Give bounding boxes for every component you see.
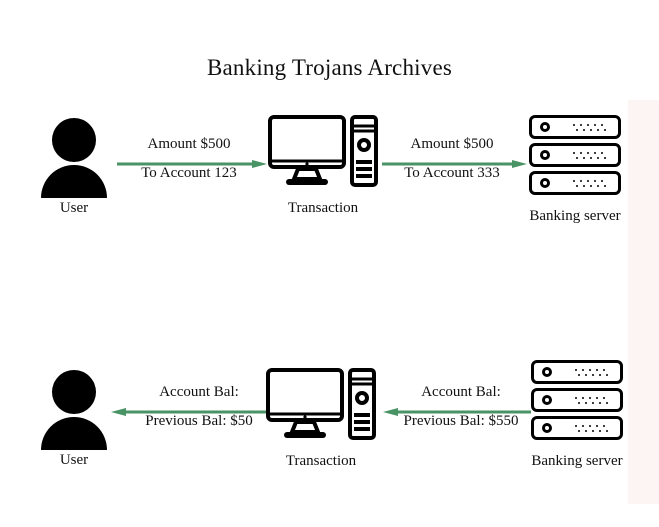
arrow-right-icon [117,160,267,168]
user-icon [41,118,107,198]
server-unit [531,416,623,440]
node-caption-user-bottom: User [59,452,89,468]
desktop-computer-icon [268,115,378,187]
desktop-computer-glyph [268,115,378,187]
server-rack-icon [529,115,621,195]
arrow-label-top-server-to-transaction: Account Bal: [421,384,501,400]
node-caption-server-top: Banking server [529,208,621,224]
server-power-icon [540,178,550,188]
node-server-top: Banking server [529,115,621,224]
server-power-icon [542,423,552,433]
node-server-bottom: Banking server [531,360,623,469]
server-unit [529,143,621,167]
node-user-bottom: User [41,370,107,468]
server-vent-dots [573,179,609,188]
arrow-transaction-to-server: Amount $500 To Account 333 [382,136,527,181]
server-vent-dots [573,151,609,160]
user-icon-head [52,370,96,414]
arrow-label-bottom-transaction-to-user: Previous Bal: $50 [145,413,253,429]
server-unit [529,171,621,195]
arrow-transaction-to-user: Account Bal: Previous Bal: $50 [111,384,268,429]
server-power-icon [540,150,550,160]
user-icon [41,370,107,450]
arrow-right-icon [382,160,527,168]
arrow-server-to-transaction: Account Bal: Previous Bal: $550 [383,384,531,429]
user-icon-head [52,118,96,162]
arrow-left-icon [383,408,531,416]
node-caption-user-top: User [59,200,89,216]
arrow-label-top-user-to-transaction: Amount $500 [147,136,231,152]
arrow-label-top-transaction-to-user: Account Bal: [159,384,239,400]
server-rack-icon [531,360,623,440]
server-vent-dots [575,368,611,377]
page-title: Banking Trojans Archives [206,55,453,80]
server-unit [529,115,621,139]
arrow-label-top-transaction-to-server: Amount $500 [410,136,494,152]
arrow-label-bottom-user-to-transaction: To Account 123 [141,165,237,181]
node-user-top: User [41,118,107,216]
server-power-icon [542,395,552,405]
arrow-user-to-transaction: Amount $500 To Account 123 [117,136,267,181]
server-vent-dots [573,123,609,132]
node-caption-server-bottom: Banking server [531,453,623,469]
desktop-computer-icon [266,368,376,440]
node-caption-transaction-top: Transaction [287,200,359,216]
arrow-label-bottom-server-to-transaction: Previous Bal: $550 [403,413,519,429]
server-vent-dots [575,396,611,405]
node-transaction-bottom: Transaction [266,368,376,469]
server-unit [531,360,623,384]
server-power-icon [540,122,550,132]
server-unit [531,388,623,412]
node-caption-transaction-bottom: Transaction [285,453,357,469]
desktop-computer-glyph [266,368,376,440]
user-icon-body [41,165,107,198]
server-power-icon [542,367,552,377]
right-edge-accent-band [628,100,659,504]
server-vent-dots [575,424,611,433]
node-transaction-top: Transaction [268,115,378,216]
user-icon-body [41,417,107,450]
arrow-label-bottom-transaction-to-server: To Account 333 [404,165,500,181]
arrow-left-icon [111,408,268,416]
